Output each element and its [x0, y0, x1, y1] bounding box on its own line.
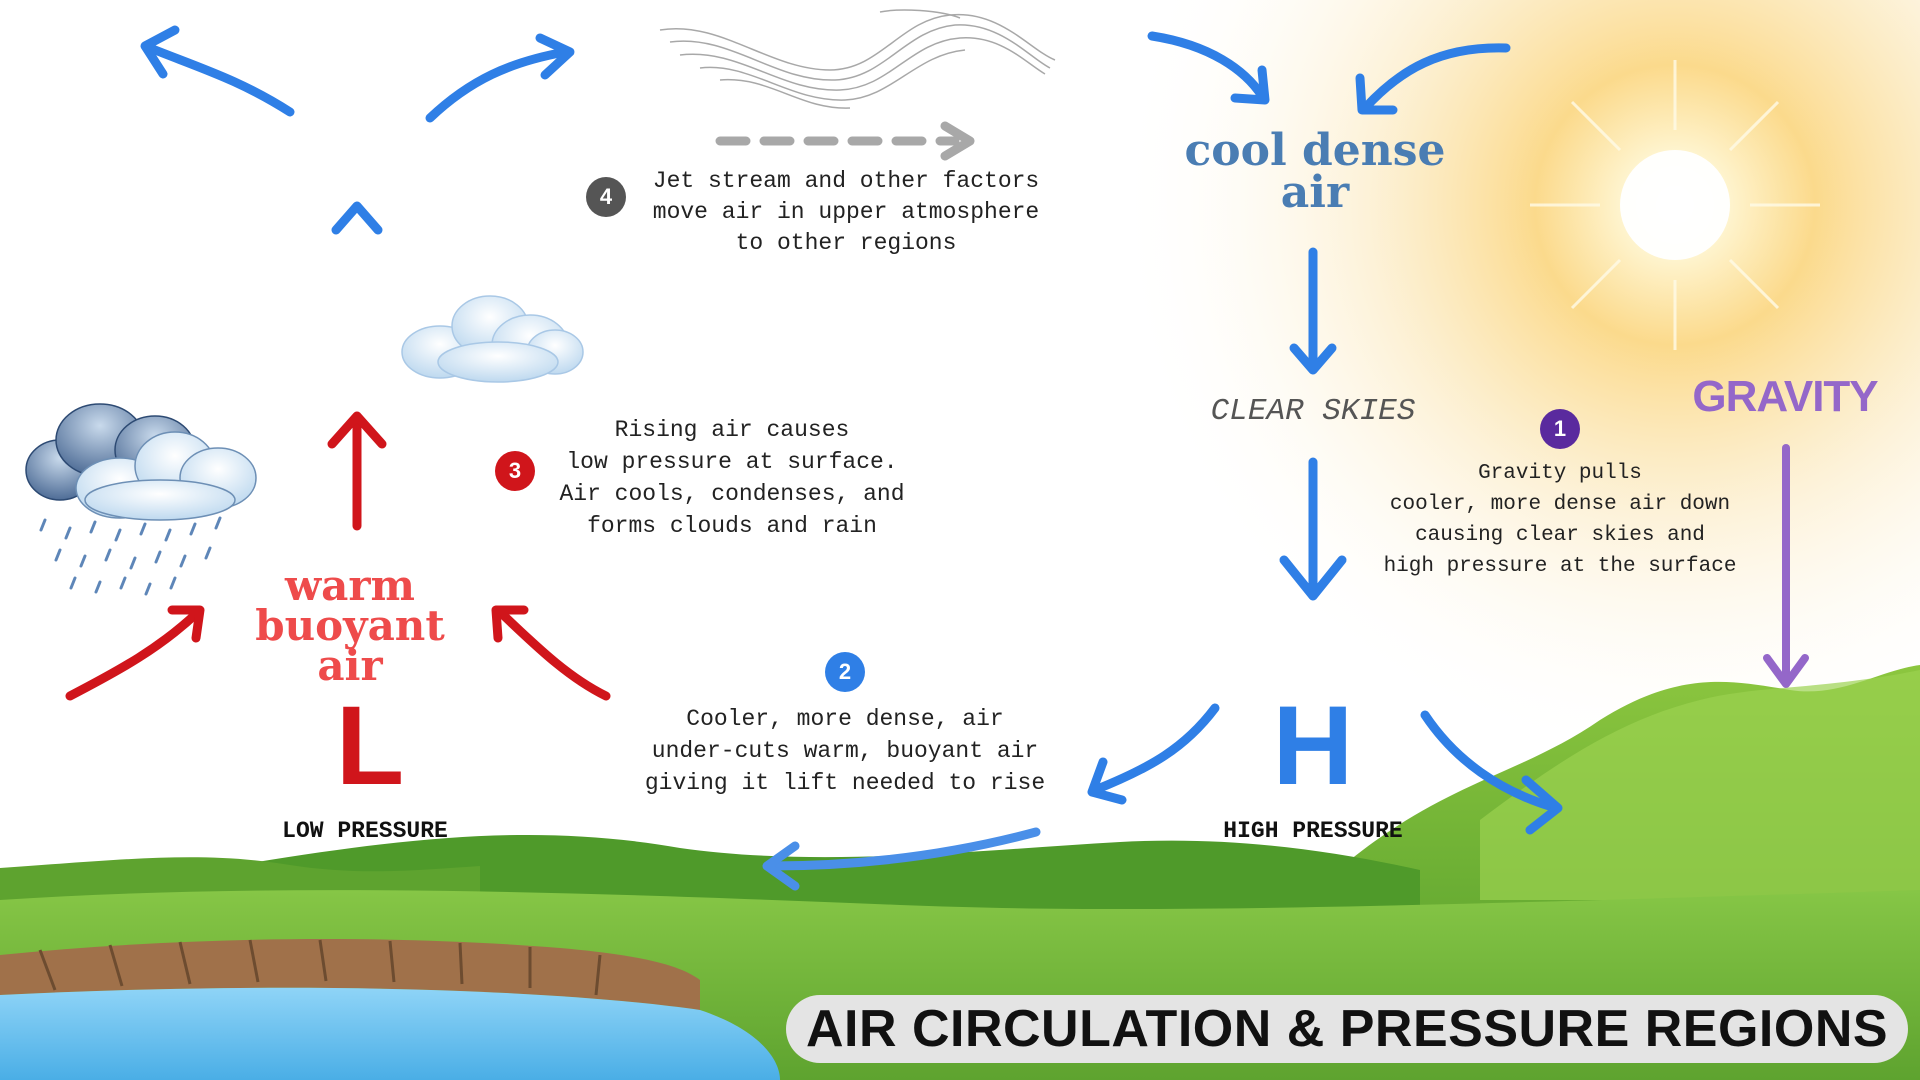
surface-outflow-arrow-left	[1087, 703, 1220, 805]
step-3-line: forms clouds and rain	[587, 513, 877, 539]
warm-buoyant-air-label: warm buoyant air	[220, 561, 480, 690]
inflow-arrow-right	[491, 605, 611, 701]
cool-dense-air-line: air	[1280, 166, 1350, 218]
outflow-arrow-left	[140, 25, 295, 117]
sun-glow	[1000, 0, 1920, 800]
wind-streaks-icon	[659, 9, 1056, 109]
step-2-text: Cooler, more dense, air under-cuts warm,…	[630, 703, 1060, 799]
step-4-badge: 4	[586, 177, 626, 217]
lake-shore	[0, 938, 700, 1010]
rising-arrow-upper	[331, 201, 383, 325]
inflow-arrow-left	[65, 605, 205, 701]
step-1-text: Gravity pulls cooler, more dense air dow…	[1360, 458, 1760, 582]
low-pressure-letter: L	[335, 683, 405, 808]
gravity-label: GRAVITY	[1692, 372, 1878, 421]
step-3-text: Rising air causes low pressure at surfac…	[532, 414, 932, 542]
step-2-line: Cooler, more dense, air	[686, 706, 1004, 732]
step-4-text: Jet stream and other factors move air in…	[626, 166, 1066, 259]
step-1-badge: 1	[1540, 409, 1580, 449]
low-pressure-label: LOW PRESSURE	[282, 818, 448, 844]
step-2-line: giving it lift needed to rise	[644, 770, 1046, 796]
step-4-line: to other regions	[735, 230, 957, 256]
step-1-line: high pressure at the surface	[1383, 555, 1737, 578]
high-pressure-label: HIGH PRESSURE	[1223, 818, 1403, 844]
descending-arrow-upper	[1289, 247, 1337, 375]
step-3-line: Rising air causes	[614, 417, 850, 443]
rising-arrow-lower	[327, 411, 387, 531]
cool-dense-air-line: cool dense	[1184, 125, 1446, 176]
high-pressure-letter: H	[1272, 683, 1354, 808]
outflow-arrow-right	[425, 33, 575, 123]
warm-buoyant-air-line: air	[317, 640, 383, 690]
gravity-arrow	[1763, 444, 1809, 688]
warm-buoyant-air-line: buoyant	[255, 600, 445, 650]
step-4-line: Jet stream and other factors	[652, 168, 1040, 194]
step-1-line: causing clear skies and	[1415, 524, 1705, 547]
rain-cloud-icon	[25, 403, 257, 596]
mountain-peak	[1480, 670, 1920, 900]
lake	[0, 987, 780, 1080]
diagram-title: AIR CIRCULATION & PRESSURE REGIONS	[805, 1000, 1889, 1058]
converging-arrow-right	[1355, 43, 1511, 115]
descending-arrow-lower	[1279, 457, 1347, 601]
converging-arrow-left	[1147, 31, 1270, 105]
step-3-line: low pressure at surface.	[566, 449, 898, 475]
step-1-line: Gravity pulls	[1478, 462, 1642, 485]
warm-buoyant-air-line: warm	[285, 561, 415, 610]
jet-stream-arrow	[715, 121, 975, 161]
step-1-line: cooler, more dense air down	[1389, 493, 1731, 516]
surface-outflow-arrow-right	[1420, 710, 1563, 835]
step-2-badge: 2	[825, 652, 865, 692]
step-3-line: Air cools, condenses, and	[559, 481, 905, 507]
surface-inflow-arrow	[762, 827, 1041, 891]
lake-shore-planks	[38, 939, 602, 996]
clear-skies-label: CLEAR SKIES	[1210, 394, 1416, 429]
cloud-icon	[401, 295, 584, 383]
title-banner	[786, 995, 1908, 1063]
step-3-badge: 3	[495, 451, 535, 491]
sun-icon	[1530, 60, 1820, 350]
cool-dense-air-label: cool dense air	[1155, 125, 1475, 218]
step-4-line: move air in upper atmosphere	[652, 199, 1040, 225]
step-2-line: under-cuts warm, buoyant air	[651, 738, 1039, 764]
